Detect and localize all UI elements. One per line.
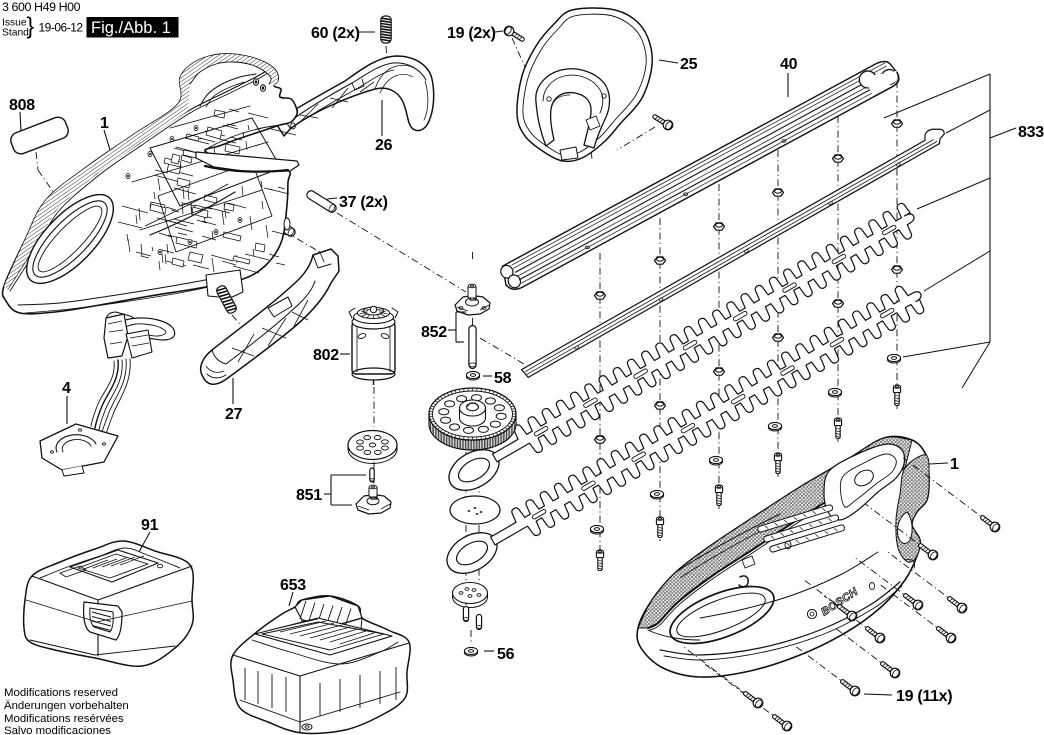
svg-text:19 (2x): 19 (2x) [447,25,496,42]
svg-text:19 (11x): 19 (11x) [896,688,952,705]
svg-text:851: 851 [296,487,322,504]
svg-text:Salvo modificaciones: Salvo modificaciones [4,725,111,735]
svg-text:40: 40 [780,56,798,73]
svg-text:58: 58 [494,370,512,387]
svg-text:26: 26 [375,137,393,154]
svg-text:653: 653 [280,577,306,594]
svg-text:37 (2x): 37 (2x) [339,194,388,211]
svg-text:1: 1 [950,456,959,473]
svg-text:1: 1 [100,115,109,132]
svg-text:Issue: Issue [2,18,27,29]
svg-text:Stand: Stand [2,28,29,39]
svg-text:802: 802 [313,347,339,364]
svg-text:852: 852 [421,324,447,341]
svg-text:Modifications reserved: Modifications reserved [4,687,118,699]
svg-text:19-06-12: 19-06-12 [39,21,84,35]
svg-text:3 600 H49 H00: 3 600 H49 H00 [2,0,81,14]
svg-text:Fig./Abb. 1: Fig./Abb. 1 [91,19,171,37]
svg-text:Änderungen vorbehalten: Änderungen vorbehalten [4,700,129,712]
svg-text:4: 4 [62,380,71,397]
svg-text:808: 808 [9,97,35,114]
svg-text:}: } [27,13,35,39]
svg-text:25: 25 [680,56,698,73]
svg-text:91: 91 [141,517,159,534]
svg-text:60 (2x): 60 (2x) [311,25,360,42]
svg-text:833: 833 [1018,124,1044,141]
svg-text:27: 27 [225,406,243,423]
svg-text:56: 56 [497,646,515,663]
svg-text:Modifications resérvées: Modifications resérvées [4,713,124,725]
